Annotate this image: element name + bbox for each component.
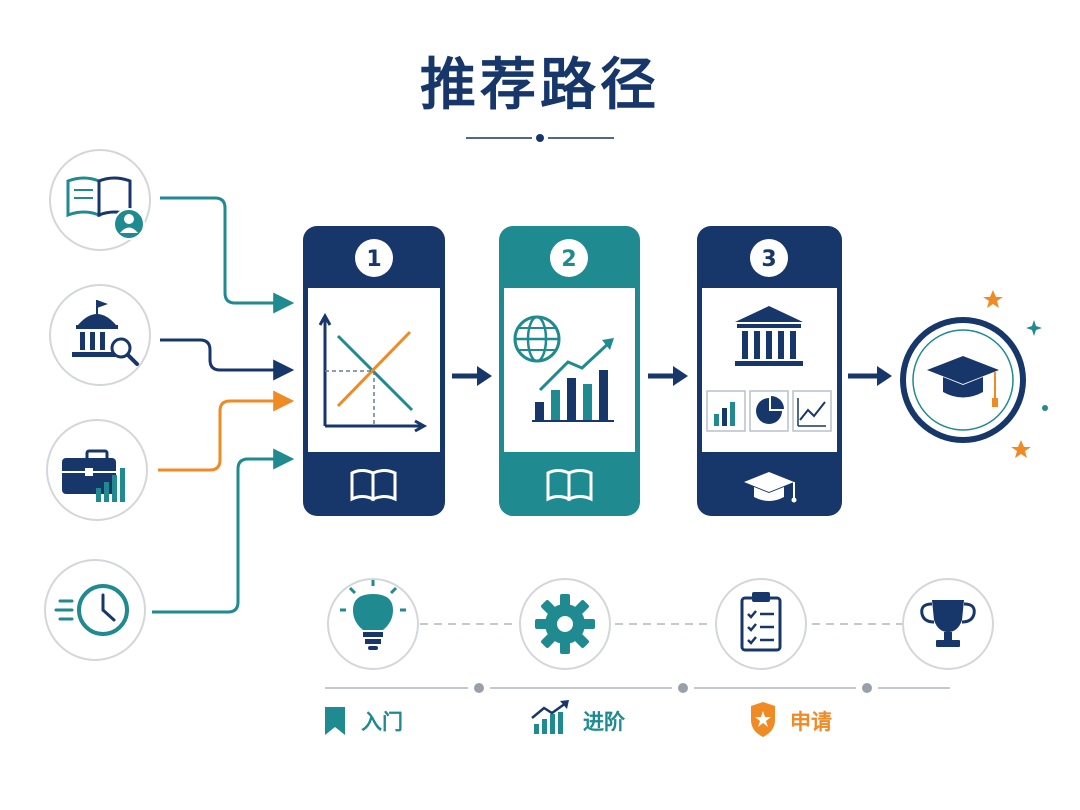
growth-chart-icon <box>532 338 614 422</box>
university-icon <box>735 306 803 366</box>
shield-star-icon <box>751 702 775 737</box>
milestone-clipboard <box>715 578 807 670</box>
input-book-user <box>49 149 151 251</box>
book-user-icon <box>66 176 145 240</box>
milestone-lightbulb <box>327 578 419 670</box>
connector-line-2 <box>160 338 295 381</box>
legend-label-beginner: 入门 <box>361 710 403 734</box>
clock-icon <box>54 584 129 636</box>
trophy-icon <box>920 600 976 647</box>
goal-graduation-medallion <box>900 290 1048 458</box>
legend-label-apply: 申请 <box>790 710 832 734</box>
connector-line-4 <box>152 448 295 614</box>
bar-chart-icon <box>706 390 746 432</box>
milestone-trophy <box>902 578 994 670</box>
line-chart-icon <box>792 390 832 432</box>
page-title: 推荐路径 <box>420 53 660 118</box>
stage-card-2: 2 <box>499 226 640 516</box>
clipboard-icon <box>740 592 782 652</box>
stage-number-3: 3 <box>761 247 776 272</box>
timeline <box>325 683 950 693</box>
briefcase-chart-icon <box>62 449 125 502</box>
bookmark-icon <box>325 707 345 735</box>
stage-number-1: 1 <box>366 247 381 272</box>
book-icon <box>350 469 397 502</box>
bank-search-icon <box>72 300 139 366</box>
stage-card-1: 1 <box>303 226 445 516</box>
lightbulb-icon <box>340 580 406 650</box>
supply-demand-chart-icon <box>318 312 428 433</box>
flow-arrow-1 <box>452 366 492 386</box>
graduation-cap-icon <box>927 356 999 407</box>
gear-icon <box>535 594 595 654</box>
connector-line-1 <box>160 196 295 314</box>
pie-chart-icon <box>749 390 789 432</box>
title-divider <box>466 134 614 142</box>
milestone-gear <box>519 578 611 670</box>
stage-number-2: 2 <box>561 247 576 272</box>
input-clock <box>44 559 146 661</box>
sparkle-star-icon <box>983 290 1048 458</box>
connector-line-3 <box>158 390 295 472</box>
stage-card-3: 3 <box>697 226 842 516</box>
input-bank-search <box>49 284 151 386</box>
chart-up-icon <box>531 700 569 734</box>
book-icon <box>546 469 593 502</box>
flow-arrow-2 <box>648 366 688 386</box>
flow-arrow-3 <box>848 366 892 386</box>
globe-icon <box>513 315 561 363</box>
legend-label-advanced: 进阶 <box>583 710 625 734</box>
graduation-cap-icon <box>744 472 797 503</box>
input-briefcase-chart <box>46 419 148 521</box>
